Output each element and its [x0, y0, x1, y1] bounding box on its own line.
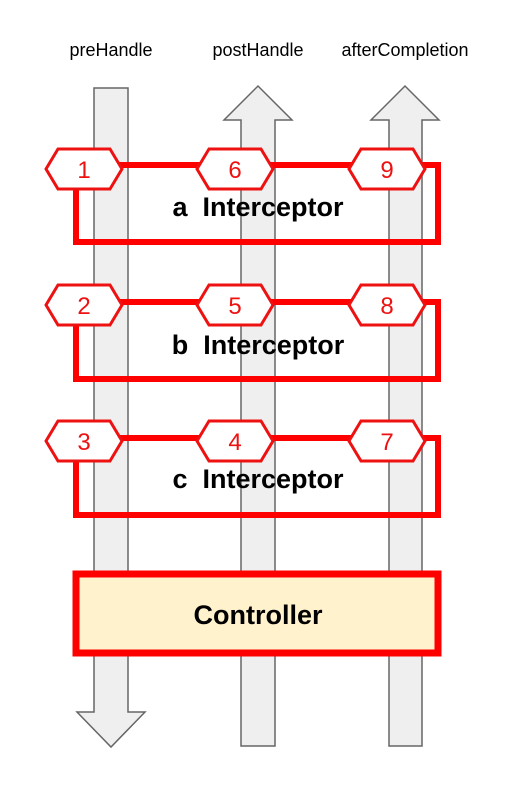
- step-badge-6: 6: [195, 147, 275, 191]
- controller: Controller: [72, 570, 442, 657]
- interceptor-c: c Interceptor 3 4 7: [44, 419, 441, 518]
- step-badge-6-number: 6: [228, 157, 241, 184]
- column-label-aftercompletion: afterCompletion: [341, 40, 468, 60]
- step-badge-9: 9: [347, 147, 427, 191]
- step-badge-8: 8: [347, 283, 427, 327]
- column-label-prehandle: preHandle: [69, 40, 152, 60]
- interceptor-c-label: c Interceptor: [172, 464, 344, 494]
- step-badge-5: 5: [195, 283, 275, 327]
- interceptor-b: b Interceptor 2 5 8: [44, 283, 441, 382]
- step-badge-2: 2: [44, 283, 124, 327]
- step-badge-9-number: 9: [380, 157, 393, 184]
- interceptor-a-label: a Interceptor: [172, 192, 344, 222]
- step-badge-8-number: 8: [380, 293, 393, 320]
- step-badge-3-number: 3: [77, 429, 90, 456]
- interceptor-a: a Interceptor 1 6 9: [44, 147, 441, 245]
- interceptor-b-label: b Interceptor: [172, 330, 345, 360]
- controller-box: [72, 570, 442, 657]
- step-badge-1-number: 1: [77, 157, 90, 184]
- step-badge-5-number: 5: [228, 293, 241, 320]
- step-badge-4: 4: [195, 419, 275, 463]
- step-badge-2-number: 2: [77, 293, 90, 320]
- step-badge-3: 3: [44, 419, 124, 463]
- column-label-posthandle: postHandle: [212, 40, 303, 60]
- step-badge-7: 7: [347, 419, 427, 463]
- step-badge-7-number: 7: [380, 429, 393, 456]
- step-badge-4-number: 4: [228, 429, 241, 456]
- step-badge-1: 1: [44, 147, 124, 191]
- controller-label: Controller: [193, 600, 322, 630]
